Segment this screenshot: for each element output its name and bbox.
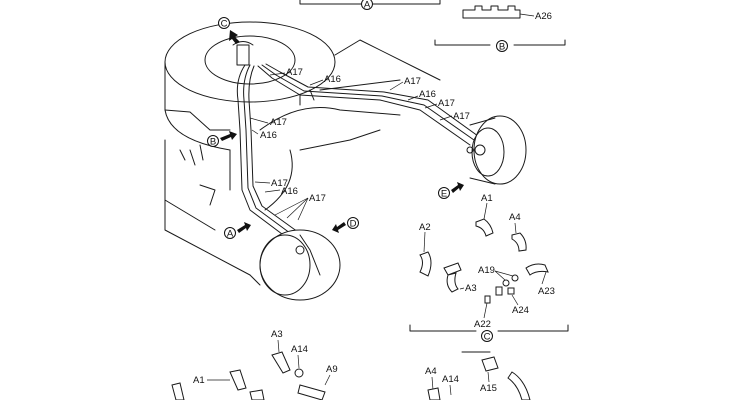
view-marker-circle xyxy=(207,135,219,147)
part-label-a3: A3 xyxy=(271,329,283,340)
part-label-a4: A4 xyxy=(425,366,437,377)
view-marker-circle xyxy=(481,330,493,342)
view-marker-circle xyxy=(361,0,373,10)
part-label-a9: A9 xyxy=(326,364,338,375)
callout-a17: A17 xyxy=(271,178,288,189)
view-marker-circle xyxy=(347,217,359,229)
view-marker-circle xyxy=(496,40,508,52)
view-markers: C B A D E xyxy=(207,17,464,240)
callout-a17: A17 xyxy=(404,76,421,87)
detail-a-marker: A xyxy=(364,0,371,11)
part-label-a22: A22 xyxy=(474,319,491,330)
part-label-a15: A15 xyxy=(480,383,497,394)
hose-bundle-upper xyxy=(236,63,479,241)
part-label-a2: A1 xyxy=(481,193,493,204)
part-label-a1: A2 xyxy=(419,222,431,233)
arrow-icon xyxy=(237,222,251,233)
arrow-icon xyxy=(220,131,237,141)
view-marker-circle xyxy=(218,17,230,29)
arrow-icon xyxy=(451,182,464,193)
part-label-a3: A3 xyxy=(465,283,477,294)
detail-b-marker: B xyxy=(499,42,505,53)
detail-a-frame: A xyxy=(299,0,441,11)
callout-a17: A17 xyxy=(270,117,287,128)
part-label-a4: A4 xyxy=(509,212,521,223)
view-marker-b: B xyxy=(210,137,216,148)
part-label-a26: A26 xyxy=(535,11,552,22)
callout-a16: A16 xyxy=(260,130,277,141)
detail-c: A1 A4 A2 A3 A19 A23 A24 A22 xyxy=(409,193,569,343)
view-marker-circle xyxy=(438,187,450,199)
detail-c-marker: C xyxy=(484,332,491,343)
detail-b: A26 B xyxy=(434,5,566,53)
part-label-a23: A23 xyxy=(538,286,555,297)
travel-motor-right xyxy=(466,115,527,185)
view-marker-d: D xyxy=(350,219,357,230)
main-callouts: A17 A16 A17 A16 A17 A17 A17 A16 A17 A16 … xyxy=(249,67,470,221)
part-label-a14: A14 xyxy=(291,344,308,355)
view-marker-circle xyxy=(224,227,236,239)
view-marker-c: C xyxy=(221,19,228,30)
callout-a17: A17 xyxy=(309,193,326,204)
callout-a16: A16 xyxy=(281,186,298,197)
callout-a17: A17 xyxy=(286,67,303,78)
callout-a16: A16 xyxy=(419,89,436,100)
part-label-a14: A14 xyxy=(442,374,459,385)
view-marker-a: A xyxy=(227,229,234,240)
bottom-right-parts: A4 A14 A15 xyxy=(425,351,531,400)
callout-a16: A16 xyxy=(324,74,341,85)
bottom-left-parts: A3 A14 A9 A1 xyxy=(171,329,338,400)
travel-motor-left xyxy=(259,229,341,301)
callout-a17: A17 xyxy=(438,98,455,109)
arrow-icon xyxy=(332,222,346,233)
view-marker-e: E xyxy=(441,189,447,200)
part-label-a1: A1 xyxy=(193,375,205,386)
part-label-a24: A24 xyxy=(512,305,529,316)
arrow-icon xyxy=(229,30,240,44)
callout-a17: A17 xyxy=(453,111,470,122)
part-label-a19: A19 xyxy=(478,265,495,276)
